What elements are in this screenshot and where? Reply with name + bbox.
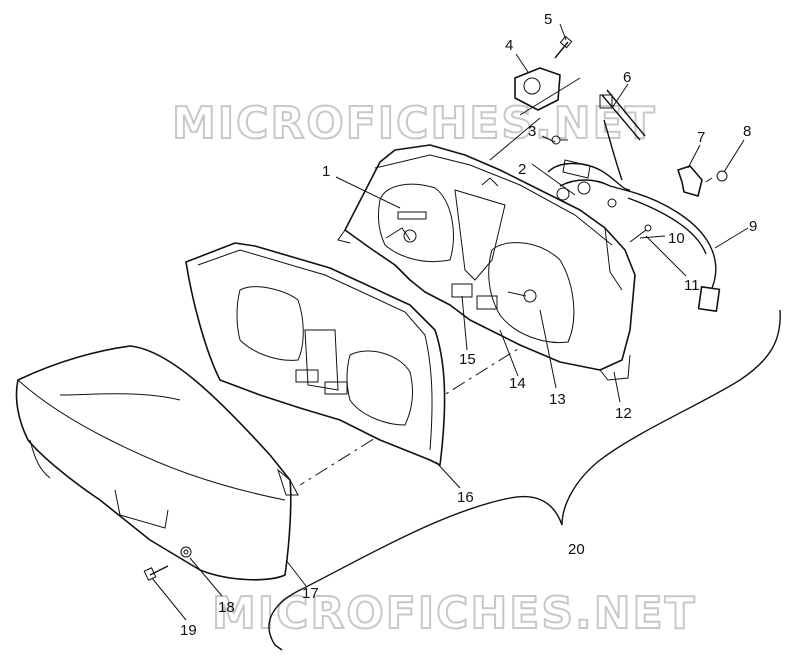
callout-16: 16 [457,489,474,506]
callout-7: 7 [697,129,705,146]
callout-10: 10 [668,230,685,247]
lens-screw-and-washer [143,546,192,581]
mounting-bracket [677,165,728,197]
outer-lens-cover [15,345,299,581]
callout-15: 15 [459,351,476,368]
gauge-bezel [185,242,446,466]
callout-1: 1 [322,163,330,180]
speed-sensor [514,35,573,111]
assembly-brace [268,309,781,651]
callout-4: 4 [505,37,513,54]
callout-3: 3 [528,123,536,140]
callout-20: 20 [568,541,585,558]
callout-19: 19 [180,622,197,639]
callout-5: 5 [544,11,552,28]
callout-2: 2 [518,161,526,178]
connector-cable [627,191,721,312]
wiring-harness [489,77,633,208]
callout-13: 13 [549,391,566,408]
callout-14: 14 [509,375,526,392]
leader-lines [151,23,749,621]
callout-17: 17 [302,585,319,602]
callout-6: 6 [623,69,631,86]
callout-18: 18 [218,599,235,616]
housing-screw [629,224,652,243]
cluster-housing [337,144,636,381]
indicator-bulb [551,135,568,145]
watermark-top: MICROFICHES.NET [172,98,657,149]
callout-12: 12 [615,405,632,422]
callout-11: 11 [684,277,700,294]
callout-8: 8 [743,123,751,140]
callout-9: 9 [749,218,757,235]
watermark-bottom: MICROFICHES.NET [212,588,697,639]
